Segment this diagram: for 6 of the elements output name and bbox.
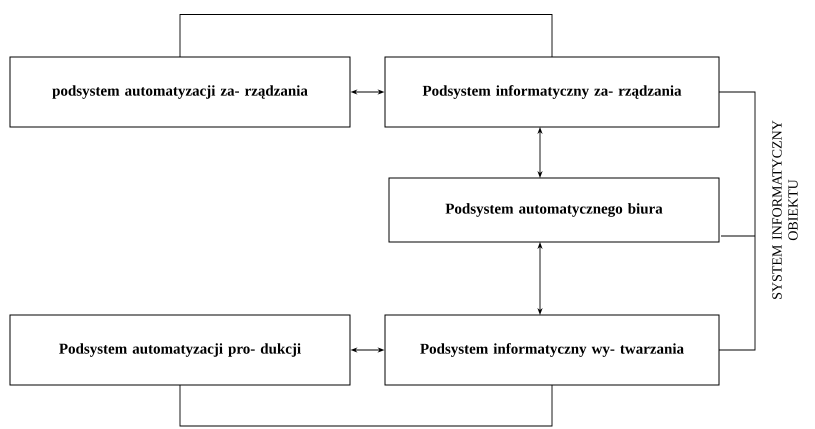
- process-box: Podsystem informatyczny wy- twarzania: [384, 314, 720, 386]
- process-box: Podsystem informatyczny za- rządzania: [384, 56, 720, 128]
- process-box: Podsystem automatycznego biura: [388, 178, 720, 242]
- side-label: SYSTEM INFORMATYCZNY OBIEKTU: [772, 120, 798, 299]
- process-box: Podsystem automatyzacji pro- dukcji: [10, 314, 350, 386]
- process-box: podsystem automatyzacji za- rządzania: [10, 56, 350, 128]
